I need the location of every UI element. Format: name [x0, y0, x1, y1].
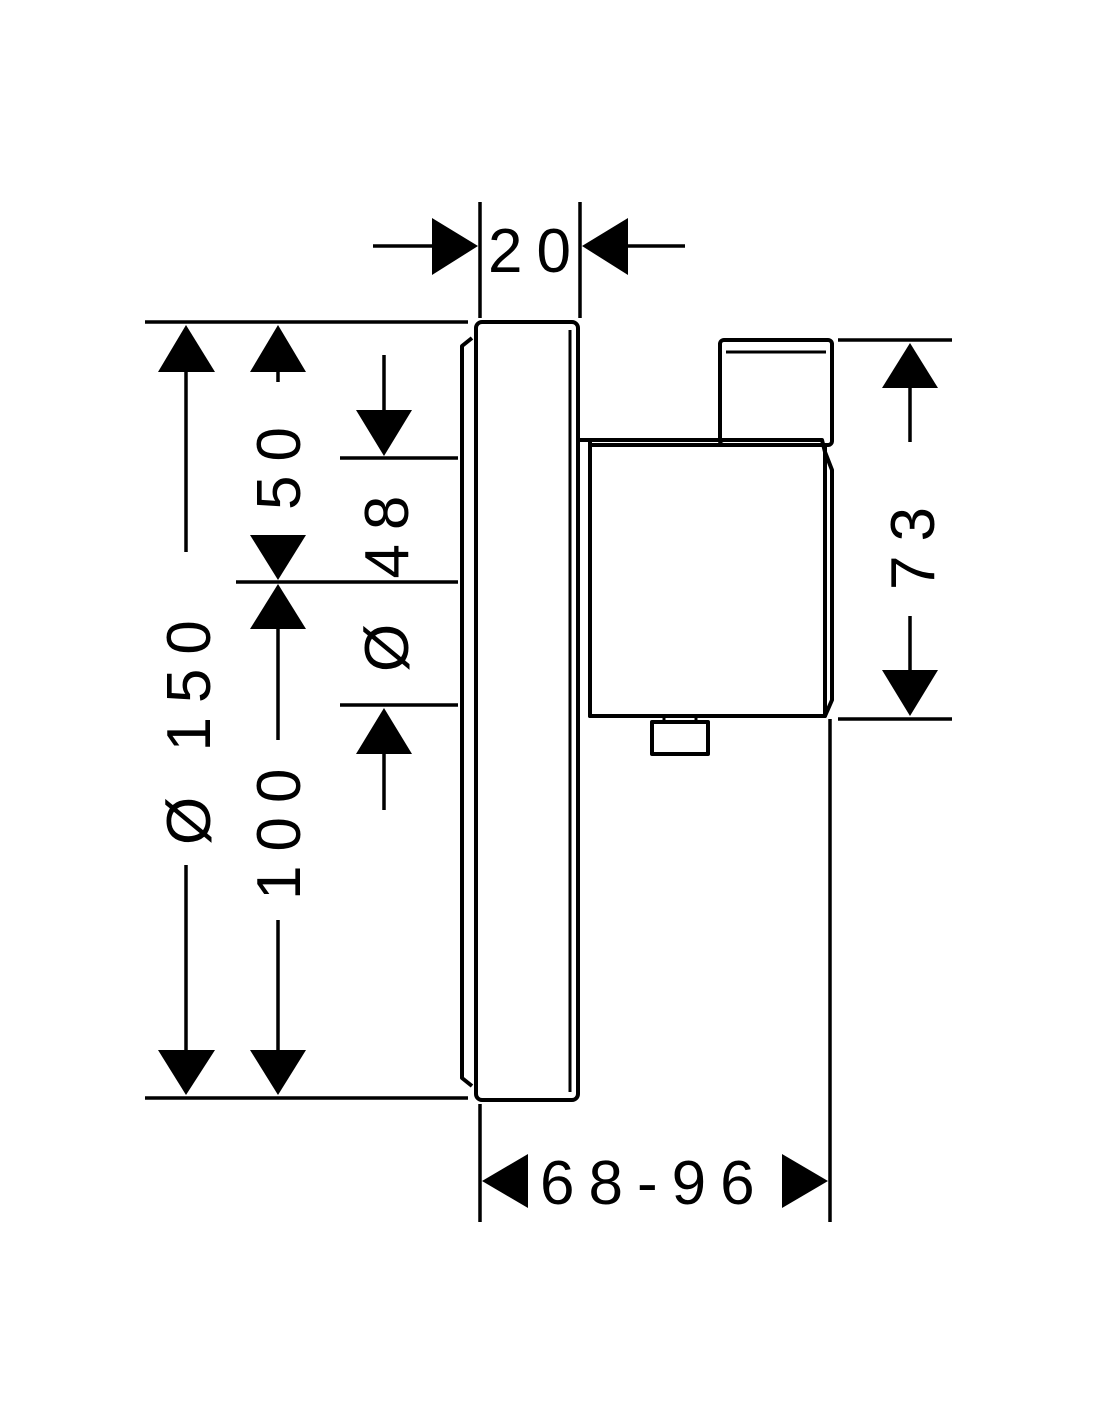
- arrow-up: [882, 343, 938, 388]
- cover-plate: [474, 320, 580, 1102]
- body-inner: [588, 443, 827, 718]
- dimension-thickness: 20: [373, 202, 685, 318]
- arrow-left: [582, 218, 628, 275]
- rosette-edge: [460, 336, 474, 1088]
- arrow-left: [482, 1154, 528, 1208]
- part-outline: [460, 320, 834, 1102]
- dim-thickness-label: 20: [488, 217, 585, 286]
- dim-total-diameter-label: Ø 150: [155, 606, 224, 845]
- arrow-right: [782, 1154, 828, 1208]
- dimension-total-diameter: Ø 150: [145, 320, 468, 1100]
- arrow-down: [250, 1050, 306, 1095]
- arrow-down: [158, 1050, 215, 1095]
- arrow-up: [158, 325, 215, 372]
- dim-depth-range-label: 68-96: [540, 1149, 769, 1218]
- thermostat-body: [576, 438, 834, 718]
- dim-inner-diameter-label: Ø 48: [353, 482, 422, 672]
- dimension-body-height: 73: [838, 338, 952, 721]
- arrow-up: [250, 584, 306, 629]
- arrow-up: [356, 708, 412, 754]
- arrow-down: [882, 670, 938, 716]
- arrow-down: [356, 410, 412, 456]
- dimension-offsets: 50 100: [236, 325, 458, 1095]
- arrow-up: [250, 325, 306, 372]
- bottom-stub: [650, 720, 710, 756]
- dimension-depth-range: 68-96: [478, 719, 832, 1222]
- dimension-inner-diameter: Ø 48: [340, 355, 458, 810]
- dim-lower-height-label: 100: [245, 755, 314, 900]
- dim-upper-offset-label: 50: [245, 413, 314, 510]
- control-knob: [718, 338, 834, 447]
- arrow-right: [432, 218, 478, 275]
- arrow-down: [250, 535, 306, 580]
- dim-body-height-label: 73: [879, 493, 948, 590]
